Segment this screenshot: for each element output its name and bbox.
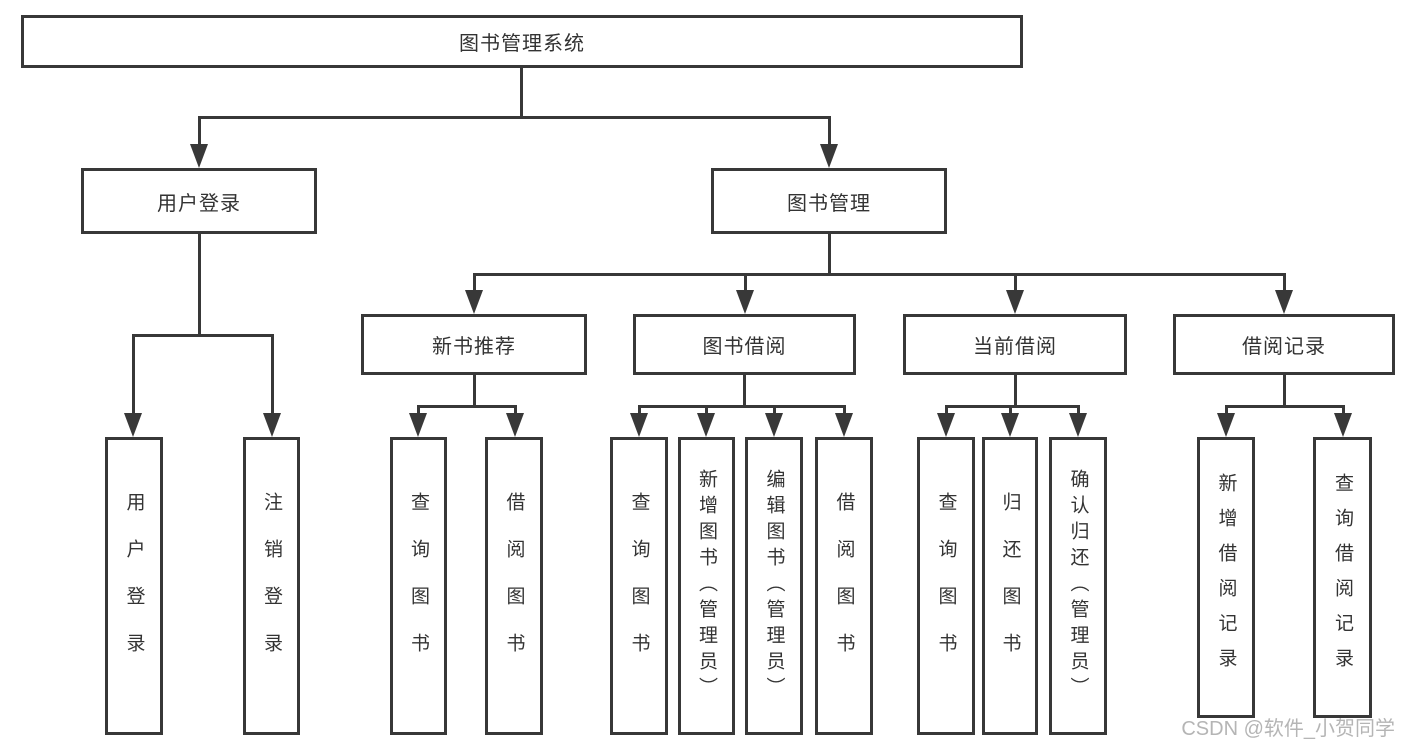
connector-drop — [1225, 405, 1228, 415]
leaf-user-login: 用户登录 — [105, 437, 163, 735]
connector-rail — [1225, 405, 1345, 408]
arrow-down-icon — [630, 413, 648, 437]
arrow-down-icon — [465, 290, 483, 314]
connector-drop — [1014, 273, 1017, 292]
connector-drop — [638, 405, 641, 415]
arrow-down-icon — [697, 413, 715, 437]
node-root-label: 图书管理系统 — [459, 33, 585, 55]
leaf-query-books-borrow: 查询图书 — [610, 437, 668, 735]
leaf-confirm-return-admin: 确认归还（管理员） — [1049, 437, 1107, 735]
connector-drop — [828, 116, 831, 146]
arrow-down-icon — [506, 413, 524, 437]
arrow-down-icon — [937, 413, 955, 437]
leaf-add-books-admin: 新增图书（管理员） — [678, 437, 735, 735]
connector-rail — [417, 405, 517, 408]
arrow-down-icon — [765, 413, 783, 437]
leaf-edit-books-admin: 编辑图书（管理员） — [745, 437, 803, 735]
arrow-down-icon — [409, 413, 427, 437]
node-user-login-label: 用户登录 — [157, 192, 241, 215]
node-book-management-label: 图书管理 — [787, 192, 871, 215]
connector-drop — [417, 405, 420, 415]
leaf-logout-label: 注销登录 — [261, 492, 282, 680]
connector-root-rail — [198, 116, 831, 119]
connector-user-login-rail — [132, 334, 274, 337]
node-borrow-records-label: 借阅记录 — [1242, 336, 1326, 358]
leaf-query-books-recommend-label: 查询图书 — [408, 492, 429, 680]
connector-drop — [705, 405, 708, 415]
arrow-down-icon — [1069, 413, 1087, 437]
connector-drop — [1009, 405, 1012, 415]
leaf-edit-books-admin-label: 编辑图书（管理员） — [763, 469, 785, 703]
connector-drop — [132, 334, 135, 415]
leaf-return-books-label: 归还图书 — [999, 492, 1021, 680]
connector-stem — [743, 373, 746, 408]
arrow-down-icon — [1001, 413, 1019, 437]
connector-drop — [1342, 405, 1345, 415]
leaf-query-books-recommend: 查询图书 — [390, 437, 447, 735]
connector-rail — [638, 405, 846, 408]
arrow-down-icon — [263, 413, 281, 437]
leaf-logout: 注销登录 — [243, 437, 300, 735]
arrow-down-icon — [736, 290, 754, 314]
arrow-down-icon — [1006, 290, 1024, 314]
node-borrow-records: 借阅记录 — [1173, 314, 1395, 375]
csdn-watermark: CSDN @软件_小贺同学 — [1181, 718, 1395, 740]
connector-drop — [744, 273, 747, 292]
connector-drop — [271, 334, 274, 415]
connector-drop — [1077, 405, 1080, 415]
leaf-borrow-books: 借阅图书 — [815, 437, 873, 735]
connector-book-management-stem — [828, 232, 831, 275]
node-book-management: 图书管理 — [711, 168, 947, 234]
node-user-login: 用户登录 — [81, 168, 317, 234]
connector-stem — [473, 373, 476, 408]
leaf-query-books-borrow-label: 查询图书 — [628, 492, 650, 680]
arrow-down-icon — [820, 144, 838, 168]
connector-level3-rail — [473, 273, 1286, 276]
connector-drop — [198, 116, 201, 146]
arrow-down-icon — [835, 413, 853, 437]
leaf-query-borrow-record-label: 查询借阅记录 — [1332, 472, 1353, 683]
leaf-query-borrow-record: 查询借阅记录 — [1313, 437, 1372, 718]
leaf-return-books: 归还图书 — [982, 437, 1038, 735]
arrow-down-icon — [1334, 413, 1352, 437]
leaf-add-books-admin-label: 新增图书（管理员） — [696, 469, 717, 703]
connector-stem — [1014, 373, 1017, 408]
node-book-borrow: 图书借阅 — [633, 314, 856, 375]
node-root: 图书管理系统 — [21, 15, 1023, 68]
node-new-book-recommend: 新书推荐 — [361, 314, 587, 375]
connector-drop — [514, 405, 517, 415]
leaf-query-books-current: 查询图书 — [917, 437, 975, 735]
leaf-add-borrow-record-label: 新增借阅记录 — [1215, 472, 1237, 683]
connector-drop — [843, 405, 846, 415]
leaf-borrow-books-recommend-label: 借阅图书 — [503, 492, 525, 680]
connector-root-stem — [520, 66, 523, 118]
leaf-add-borrow-record: 新增借阅记录 — [1197, 437, 1255, 718]
node-book-borrow-label: 图书借阅 — [702, 336, 787, 358]
leaf-borrow-books-label: 借阅图书 — [833, 492, 855, 680]
node-current-borrow-label: 当前借阅 — [973, 336, 1057, 358]
connector-user-login-stem — [198, 232, 201, 336]
arrow-down-icon — [190, 144, 208, 168]
connector-drop — [945, 405, 948, 415]
arrow-down-icon — [124, 413, 142, 437]
connector-drop — [473, 273, 476, 292]
connector-drop — [773, 405, 776, 415]
leaf-user-login-label: 用户登录 — [123, 492, 145, 680]
node-current-borrow: 当前借阅 — [903, 314, 1127, 375]
connector-stem — [1283, 373, 1286, 408]
leaf-borrow-books-recommend: 借阅图书 — [485, 437, 543, 735]
node-new-book-recommend-label: 新书推荐 — [432, 336, 516, 358]
arrow-down-icon — [1275, 290, 1293, 314]
leaf-query-books-current-label: 查询图书 — [935, 492, 957, 680]
connector-rail — [945, 405, 1080, 408]
arrow-down-icon — [1217, 413, 1235, 437]
leaf-confirm-return-admin-label: 确认归还（管理员） — [1067, 469, 1089, 703]
connector-drop — [1283, 273, 1286, 292]
